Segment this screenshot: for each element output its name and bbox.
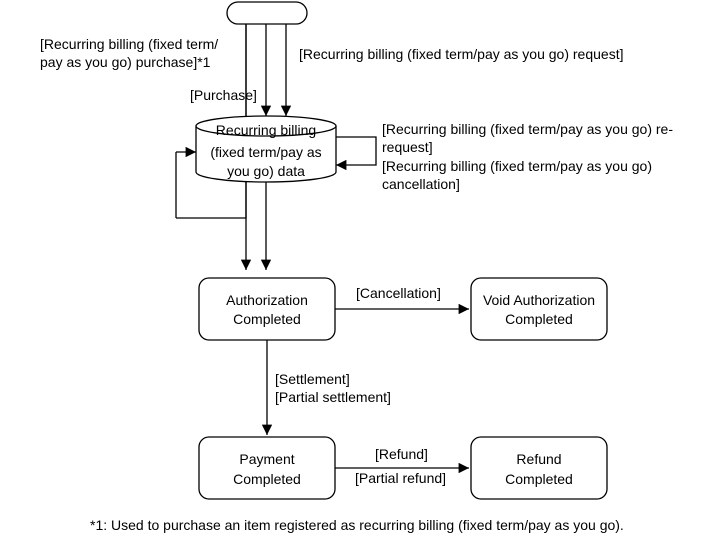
authorization-line-1: Authorization — [226, 292, 308, 308]
label-settlement-1: [Settlement] — [275, 371, 350, 387]
label-rerequest-2: request] — [382, 139, 433, 155]
payment-line-1: Payment — [239, 451, 294, 467]
recurring-data-line-3: you go) data — [227, 163, 305, 179]
label-cancellation-recurring-2: cancellation] — [382, 176, 460, 192]
authorization-node — [198, 277, 336, 341]
payment-line-2: Completed — [233, 471, 301, 487]
label-recurring-request: [Recurring billing (fixed term/pay as yo… — [299, 46, 623, 62]
label-partial-refund: [Partial refund] — [355, 470, 446, 486]
refund-line-1: Refund — [516, 451, 561, 467]
refund-line-2: Completed — [505, 471, 573, 487]
footnote: *1: Used to purchase an item registered … — [90, 517, 624, 533]
label-cancellation: [Cancellation] — [356, 285, 441, 301]
label-recurring-purchase-2: pay as you go) purchase]*1 — [40, 54, 211, 70]
recurring-data-line-2: (fixed term/pay as — [210, 144, 321, 160]
label-refund: [Refund] — [375, 446, 428, 462]
label-recurring-purchase-1: [Recurring billing (fixed term/ — [40, 36, 218, 52]
label-purchase: [Purchase] — [190, 87, 257, 103]
void-authorization-line-2: Completed — [505, 311, 573, 327]
edge-rerequest-loop — [336, 136, 377, 171]
recurring-data-line-1: Recurring billing — [216, 122, 316, 138]
start-node — [226, 1, 308, 25]
void-authorization-node — [470, 277, 608, 341]
recurring-data-store: Recurring billing (fixed term/pay as you… — [195, 115, 337, 183]
refund-node — [470, 436, 608, 500]
label-rerequest-1: [Recurring billing (fixed term/pay as yo… — [382, 121, 673, 137]
payment-node — [198, 436, 336, 500]
void-authorization-line-1: Void Authorization — [483, 292, 595, 308]
label-settlement-2: [Partial settlement] — [275, 389, 391, 405]
label-cancellation-recurring-1: [Recurring billing (fixed term/pay as yo… — [382, 158, 652, 174]
authorization-line-2: Completed — [233, 311, 301, 327]
